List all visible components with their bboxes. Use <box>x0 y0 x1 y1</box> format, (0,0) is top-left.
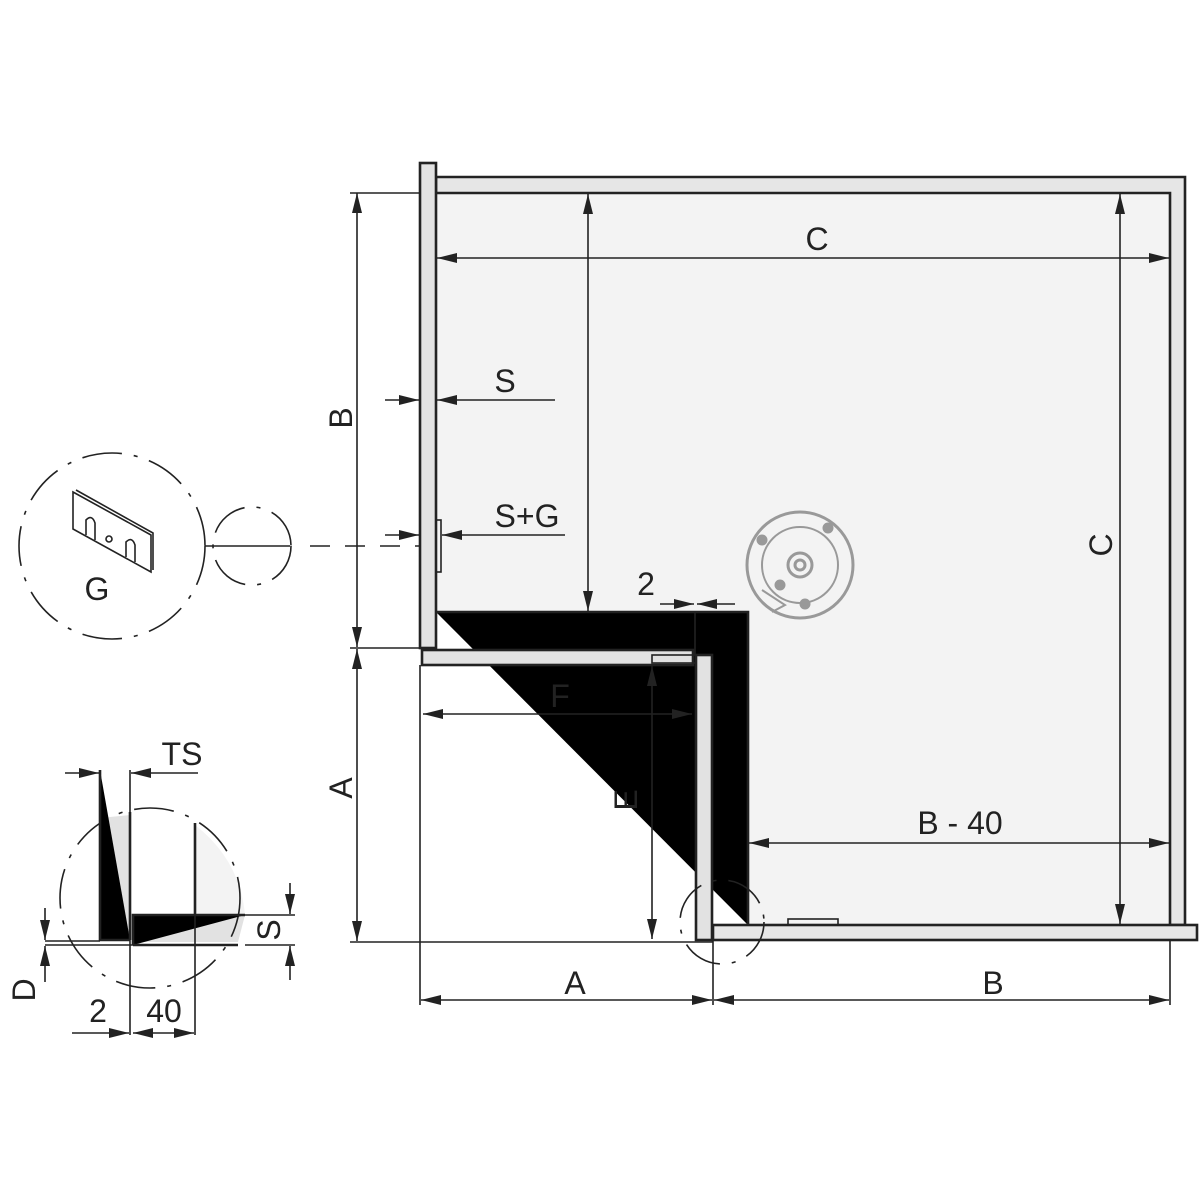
spacer-g <box>435 519 442 573</box>
dim-2: 2 <box>637 566 655 602</box>
inner-corner-wall <box>436 610 750 925</box>
dim-b-left: B <box>323 407 359 428</box>
bottom-fitting <box>787 918 839 926</box>
front-door-horizontal <box>420 648 695 667</box>
bottom-wall <box>711 923 1199 942</box>
dim-c-right: C <box>1083 533 1119 556</box>
dim-b-bottom: B <box>982 965 1003 1001</box>
cabinet-body <box>418 161 1199 942</box>
dim-s: S <box>494 363 515 399</box>
detail-2: 2 <box>89 993 107 1029</box>
rotary-fitting <box>745 510 855 620</box>
detail-s: S <box>251 919 287 940</box>
detail-ts: TS <box>162 736 203 772</box>
label-g: G <box>85 571 110 607</box>
corner-detail: TS S D 2 40 <box>6 736 295 1038</box>
spacer-g-detail: G <box>18 452 420 640</box>
dim-e: E <box>608 789 644 810</box>
cabinet-interior <box>436 193 1170 925</box>
front-door-vertical <box>694 653 714 942</box>
spacer-plate-icon <box>72 489 154 574</box>
detail-d: D <box>6 978 42 1001</box>
dim-s-plus-g: S+G <box>495 498 560 534</box>
detail-40: 40 <box>146 993 182 1029</box>
dim-a-bottom: A <box>564 965 586 1001</box>
dim-b-minus-40: B - 40 <box>917 805 1002 841</box>
dim-f: F <box>550 678 570 714</box>
left-door-panel <box>418 161 438 650</box>
detail-marker-circle <box>679 879 765 965</box>
dim-a-left: A <box>323 777 359 799</box>
dimensions <box>350 192 1171 1005</box>
dim-c-top: C <box>805 221 828 257</box>
